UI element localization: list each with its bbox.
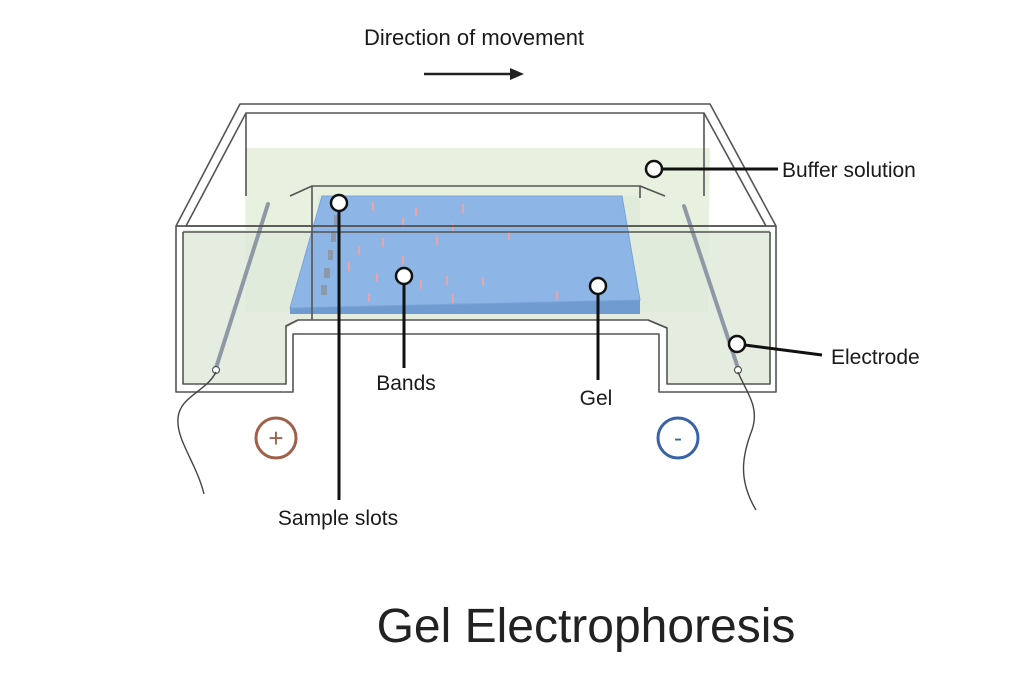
sample-slots-label: Sample slots [278, 507, 398, 530]
positive-terminal-symbol: + [268, 423, 283, 453]
wire-left [178, 372, 216, 494]
negative-terminal-symbol: - [674, 425, 682, 452]
positive-terminal: + [256, 418, 296, 458]
direction-label: Direction of movement [364, 25, 584, 50]
electrode-label: Electrode [831, 346, 920, 369]
bands-label: Bands [376, 372, 436, 395]
diagram-title: Gel Electrophoresis [377, 600, 796, 653]
negative-terminal: - [658, 418, 698, 458]
gel-label: Gel [580, 387, 613, 410]
buffer-label: Buffer solution [782, 159, 916, 182]
gel-slab [290, 196, 640, 314]
direction-arrow-icon [424, 68, 524, 80]
